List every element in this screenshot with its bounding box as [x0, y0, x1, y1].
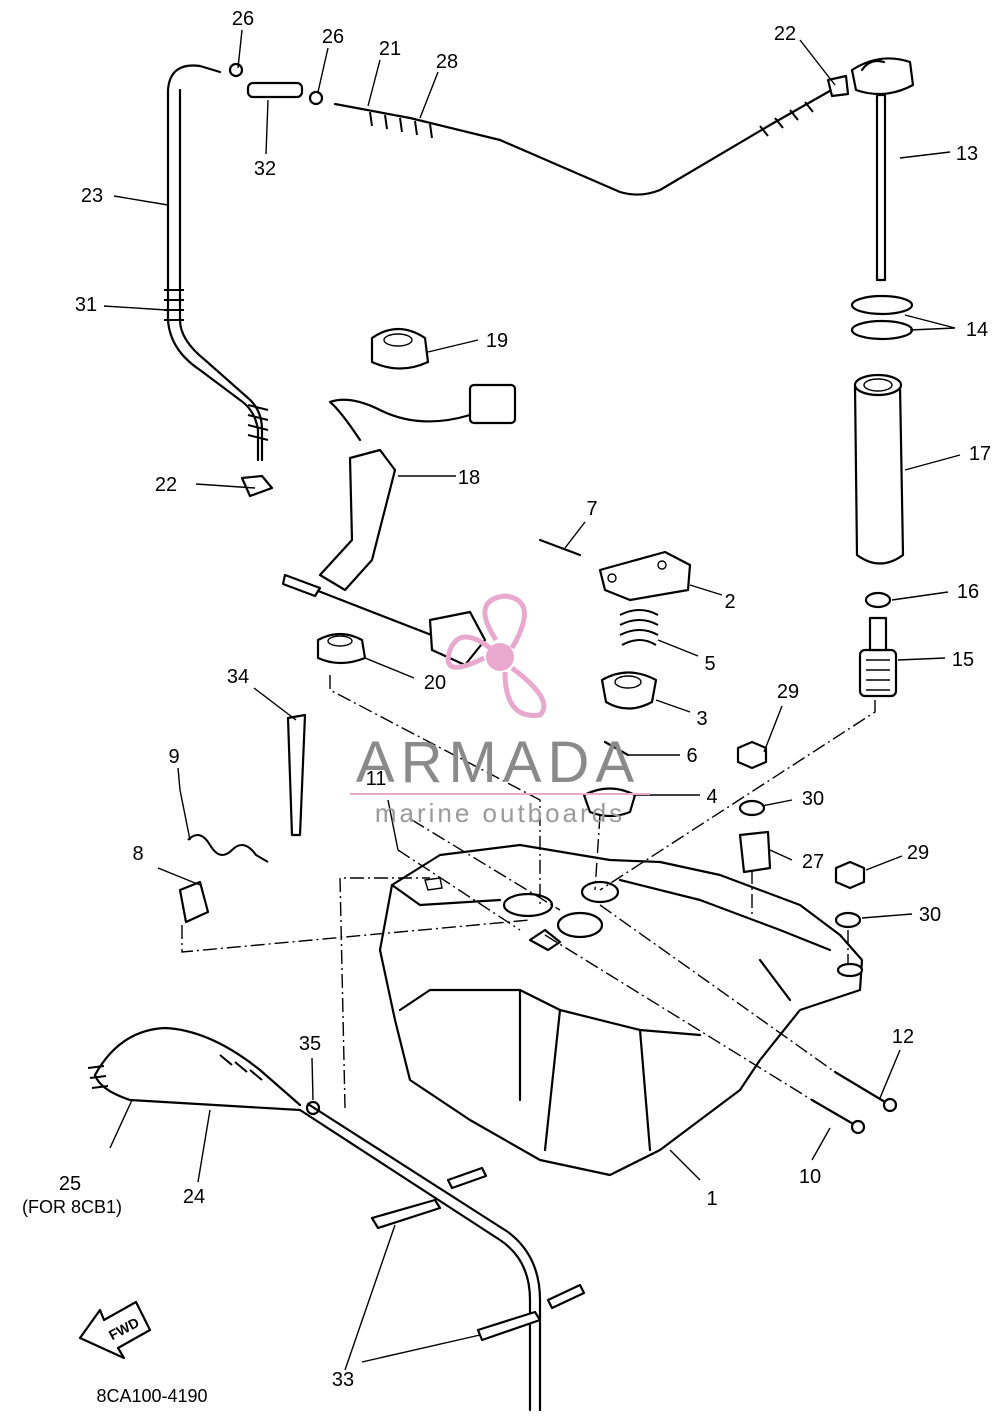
- callout-7: 7: [586, 498, 597, 520]
- callout-29-top: 29: [777, 681, 799, 703]
- callout-19: 19: [486, 330, 508, 352]
- callout-18: 18: [458, 467, 480, 489]
- grommet-20: [316, 632, 367, 665]
- watermark-logo: ARMADA marine outboards: [350, 593, 650, 828]
- assembly-guide-lines: [181, 675, 876, 1109]
- callout-16: 16: [957, 581, 979, 603]
- callout-21: 21: [379, 38, 401, 60]
- callout-11: 11: [366, 768, 387, 790]
- callout-32: 32: [254, 158, 276, 180]
- callout-12: 12: [892, 1026, 914, 1048]
- clip-8-9: [178, 834, 269, 924]
- callout-4: 4: [706, 786, 717, 808]
- callout-30-top: 30: [802, 788, 824, 810]
- fuel-gauge-cap: [850, 57, 915, 282]
- propeller-icon: [445, 593, 547, 718]
- watermark-tagline: marine outboards: [375, 798, 625, 828]
- spring-5: [619, 609, 659, 646]
- breather-hose-21: [333, 74, 850, 196]
- watermark-brand: ARMADA: [356, 730, 640, 795]
- callout-27: 27: [802, 851, 824, 873]
- cable-ties: [286, 713, 586, 1342]
- callout-14: 14: [966, 319, 988, 341]
- callout-29-right: 29: [907, 842, 929, 864]
- callout-13: 13: [956, 143, 978, 165]
- pins-6-7: [538, 538, 630, 757]
- drawing-code: 8CA100-4190: [96, 1386, 207, 1406]
- forward-arrow-icon: FWD: [78, 1300, 152, 1360]
- fuel-hose-24: [87, 1026, 321, 1116]
- callout-28: 28: [436, 51, 458, 73]
- fuel-filler-pipe: [853, 373, 905, 565]
- grommet-19: [370, 327, 430, 370]
- callout-30-right: 30: [919, 904, 941, 926]
- callout-35: 35: [299, 1033, 321, 1055]
- nuts-washers: [736, 740, 866, 929]
- vent-hose-23: [164, 64, 274, 498]
- fuel-line-long: [298, 1102, 542, 1412]
- callout-17: 17: [969, 443, 991, 465]
- callout-25: 25: [59, 1173, 81, 1195]
- gasket-pair: [850, 294, 914, 341]
- leader-lines: [103, 29, 961, 1371]
- callout-33: 33: [332, 1369, 354, 1391]
- callout-15: 15: [952, 649, 974, 671]
- callout-22-top: 22: [774, 23, 796, 45]
- callout-3: 3: [696, 708, 707, 730]
- callout-22-bottom: 22: [155, 474, 177, 496]
- callout-labels: 1 2 3 4 5 6 7 8 9 10 11 12 13 14 15 16 1…: [59, 8, 991, 1391]
- callout-1: 1: [706, 1188, 717, 1210]
- fuel-filter: [858, 591, 898, 698]
- callout-9: 9: [168, 746, 179, 768]
- variant-note: (FOR 8CB1): [22, 1197, 122, 1217]
- bracket-2: [598, 550, 692, 602]
- cap-3: [600, 671, 658, 710]
- callout-2: 2: [724, 591, 735, 613]
- callout-23: 23: [81, 185, 103, 207]
- callout-34: 34: [227, 666, 249, 688]
- fuel-sender-unit: [281, 383, 517, 667]
- callout-10: 10: [799, 1166, 821, 1188]
- callout-26-left: 26: [232, 8, 254, 30]
- callout-6: 6: [686, 745, 697, 767]
- grommet-4: [582, 787, 637, 818]
- callout-8: 8: [132, 843, 143, 865]
- breather-pipe: [228, 62, 324, 106]
- callout-20: 20: [424, 672, 446, 694]
- callout-5: 5: [704, 653, 715, 675]
- callout-26-right: 26: [322, 26, 344, 48]
- bolts-10-12: [810, 1070, 898, 1135]
- callout-31: 31: [75, 294, 97, 316]
- fuel-tank: [378, 843, 864, 1177]
- callout-24: 24: [183, 1186, 205, 1208]
